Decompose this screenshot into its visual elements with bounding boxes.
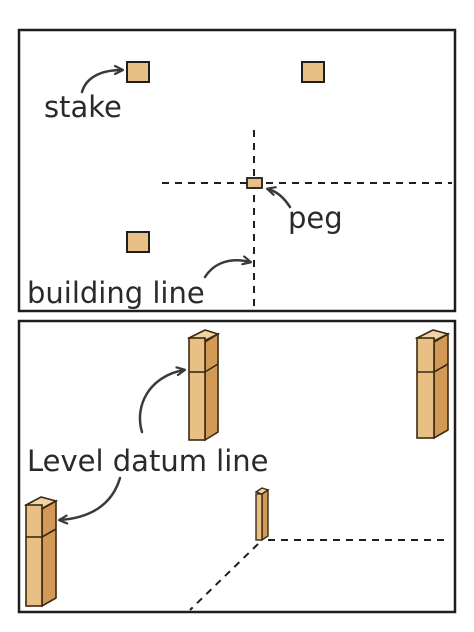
profile-stake-right xyxy=(414,329,451,440)
ground-line-diagonal xyxy=(189,543,259,611)
top-panel: stake peg building line xyxy=(17,28,457,313)
datum-arrow-lower-icon xyxy=(60,476,122,520)
stake-top-left xyxy=(126,61,150,83)
stake-label: stake xyxy=(44,90,122,124)
profile-stake-left-upper xyxy=(186,329,221,442)
stake-arrow-icon xyxy=(80,70,122,94)
peg-arrow-icon xyxy=(268,189,292,209)
profile-peg xyxy=(254,487,270,542)
profile-stake-left-lower xyxy=(23,496,59,608)
bottom-panel: Level datum line xyxy=(17,319,457,614)
peg-label: peg xyxy=(288,201,343,235)
datum-arrow-upper-icon xyxy=(138,370,184,434)
building-line-label: building line xyxy=(27,276,205,310)
top-panel-frame xyxy=(17,28,457,313)
stake-top-right xyxy=(301,61,325,83)
peg xyxy=(246,177,263,189)
level-datum-line-label: Level datum line xyxy=(27,444,269,478)
building-line-arrow-icon xyxy=(203,260,250,279)
stake-bottom-left xyxy=(126,231,150,253)
